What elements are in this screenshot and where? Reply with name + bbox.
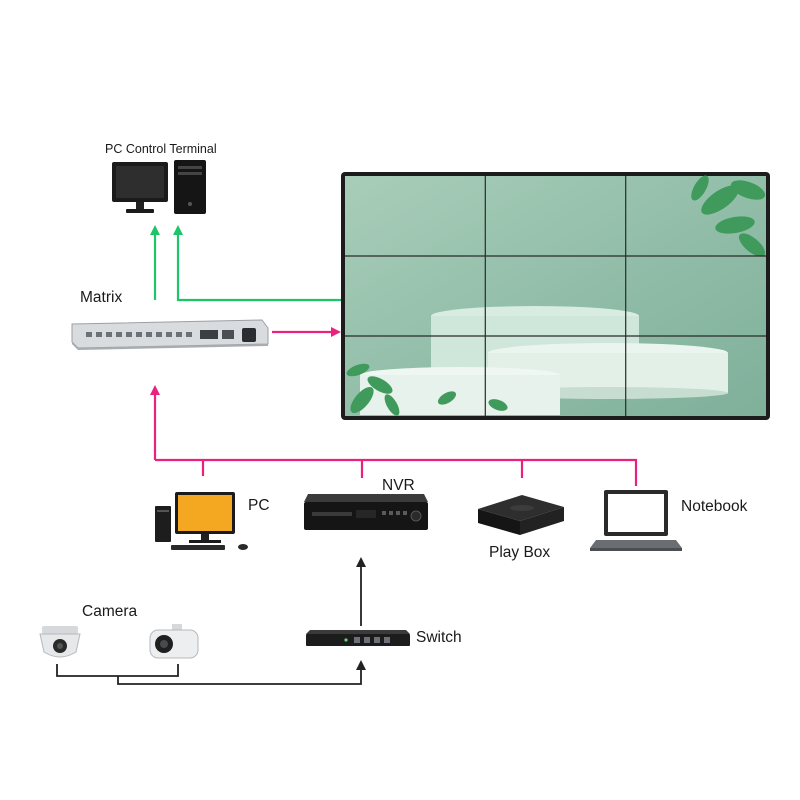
desktop-computer-icon (112, 160, 206, 214)
link-cameras-to-switch (56, 664, 179, 677)
label-camera: Camera (82, 603, 138, 620)
rack-matrix-icon (71, 319, 269, 350)
network-switch-icon (306, 630, 410, 646)
label-nvr: NVR (382, 477, 415, 494)
link-camera-bus-to-switch (117, 660, 366, 685)
label-pc-control-terminal: PC Control Terminal (105, 142, 217, 156)
connection-lines (56, 225, 638, 685)
label-notebook: Notebook (681, 498, 748, 515)
label-play-box: Play Box (489, 544, 551, 561)
link-wall-to-control (173, 225, 342, 302)
video-wall-icon (341, 172, 770, 420)
tv-box-icon (478, 495, 564, 535)
label-switch: Switch (416, 629, 462, 646)
label-pc: PC (248, 497, 270, 514)
link-sources-bus (155, 458, 638, 486)
nvr-recorder-icon (304, 494, 428, 530)
bullet-camera-icon (149, 624, 199, 659)
laptop-icon (590, 490, 682, 551)
dome-camera-icon (39, 626, 81, 658)
desktop-computer-icon (155, 492, 248, 550)
label-matrix: Matrix (80, 289, 123, 306)
